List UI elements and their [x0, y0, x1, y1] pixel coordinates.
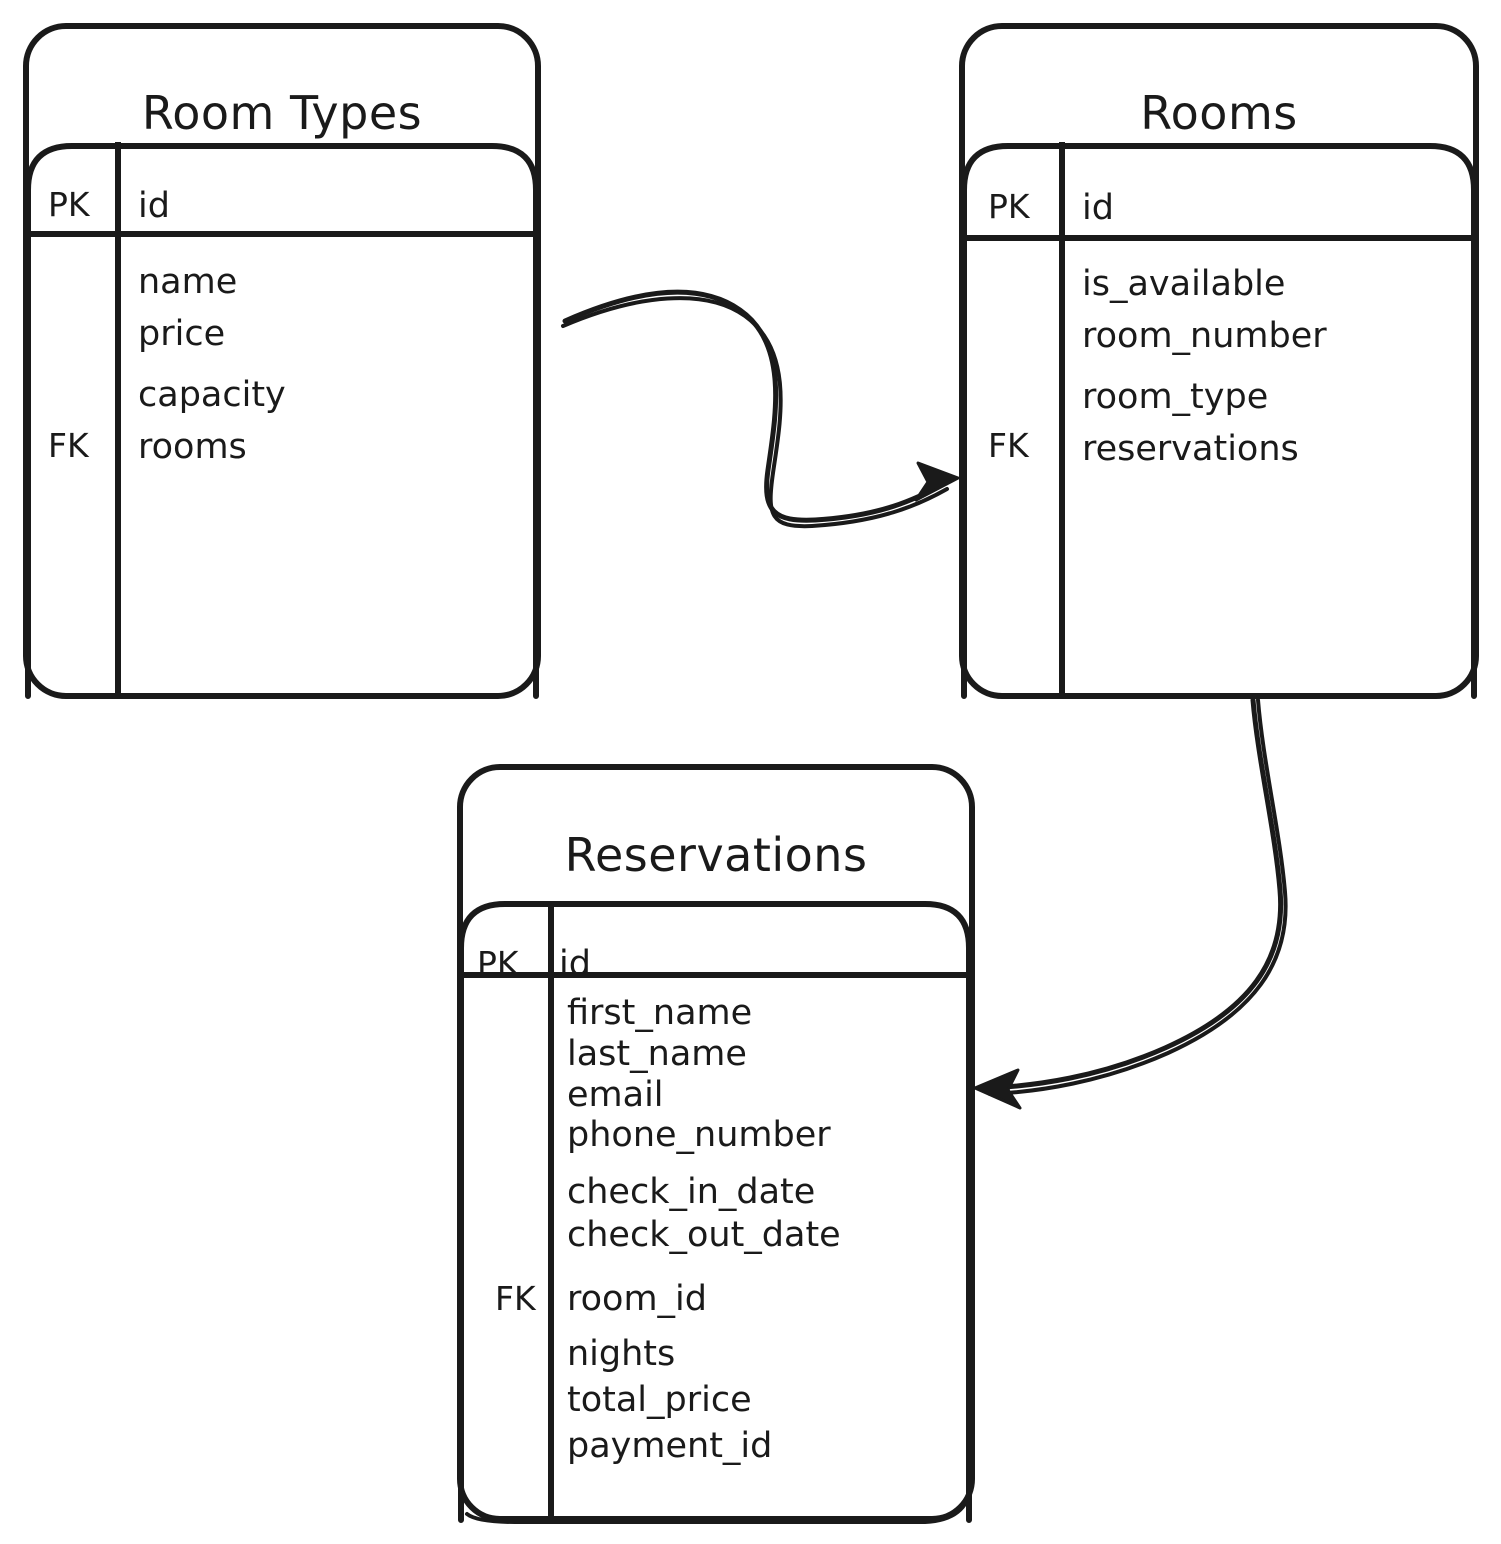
entity-title-reservations: Reservations	[564, 828, 868, 882]
field-reservations-nights[interactable]: nights	[567, 1334, 676, 1374]
pk-badge-reservations: PK	[477, 944, 519, 983]
field-reservations-email[interactable]: email	[567, 1075, 664, 1115]
field-reservations-last-name[interactable]: last_name	[567, 1034, 747, 1074]
arrowhead-rooms	[914, 461, 960, 502]
field-rooms-id[interactable]: id	[1082, 188, 1114, 228]
field-rooms-is-available[interactable]: is_available	[1082, 264, 1286, 304]
pk-badge-room-types: PK	[48, 185, 90, 224]
entity-title-rooms: Rooms	[1140, 86, 1298, 140]
field-rooms-room-number[interactable]: room_number	[1082, 316, 1327, 356]
relationship-rooms-to-reservations[interactable]	[973, 697, 1288, 1110]
field-reservations-payment-id[interactable]: payment_id	[567, 1426, 773, 1466]
entity-title-room-types: Room Types	[141, 86, 423, 140]
entity-inner-box	[458, 901, 972, 1523]
field-reservations-room-id[interactable]: room_id	[567, 1279, 707, 1319]
relationship-room-types-to-rooms[interactable]	[561, 289, 960, 529]
field-reservations-id[interactable]: id	[559, 944, 591, 984]
fk-badge-room-types: FK	[48, 426, 89, 465]
entity-reservations[interactable]: Reservations PK id FK first_name last_na…	[455, 762, 977, 1524]
entity-rooms[interactable]: Rooms PK id FK is_available room_number …	[958, 22, 1480, 700]
entity-room-types-frame	[23, 23, 541, 699]
entity-inner-box	[25, 143, 539, 699]
field-room-types-name[interactable]: name	[138, 262, 238, 302]
connector-path-a1	[562, 289, 948, 523]
entity-inner-box	[961, 143, 1477, 699]
connector-path-b1	[985, 697, 1284, 1091]
field-rooms-reservations[interactable]: reservations	[1082, 429, 1299, 469]
entity-rooms-frame	[959, 23, 1479, 699]
connector-path-a2	[561, 296, 949, 529]
field-room-types-capacity[interactable]: capacity	[138, 375, 286, 415]
connector-path-b2	[988, 698, 1288, 1096]
arrowhead-reservations	[973, 1068, 1022, 1110]
field-room-types-rooms[interactable]: rooms	[138, 427, 247, 467]
field-reservations-total-price[interactable]: total_price	[567, 1380, 752, 1420]
fk-badge-rooms: FK	[988, 426, 1029, 465]
pk-badge-rooms: PK	[988, 187, 1030, 226]
field-room-types-id[interactable]: id	[138, 186, 170, 226]
field-reservations-first-name[interactable]: first_name	[567, 993, 753, 1033]
field-reservations-check-out-date[interactable]: check_out_date	[567, 1215, 841, 1255]
entity-room-types[interactable]: Room Types PK id FK name price capacity …	[22, 22, 542, 700]
field-rooms-room-type[interactable]: room_type	[1082, 377, 1269, 417]
field-room-types-price[interactable]: price	[138, 314, 226, 354]
field-reservations-check-in-date[interactable]: check_in_date	[567, 1172, 816, 1212]
field-reservations-phone-number[interactable]: phone_number	[567, 1115, 831, 1155]
entity-reservations-frame	[457, 764, 975, 1524]
entity-outer-box-sketch	[465, 1484, 973, 1524]
fk-badge-reservations: FK	[495, 1279, 536, 1318]
